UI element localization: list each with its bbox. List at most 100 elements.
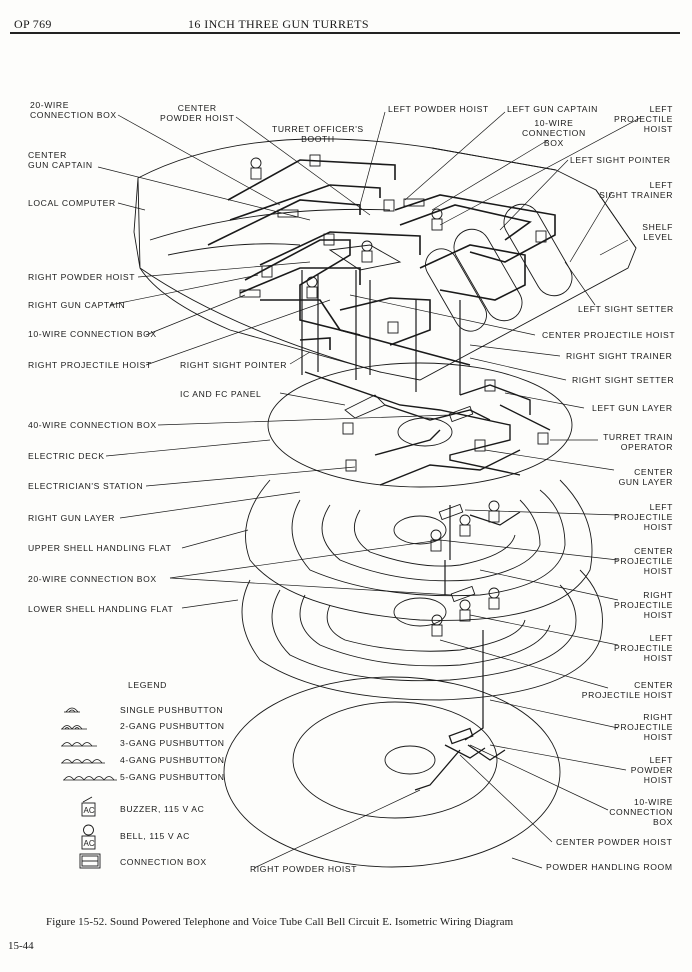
label-line: SIGHT TRAINER [599, 190, 673, 200]
label-powder-handling-room: POWDER HANDLING ROOM [546, 862, 673, 872]
label-line: PROJECTILE [613, 114, 673, 124]
label-right-sight-pointer: RIGHT SIGHT POINTER [180, 360, 288, 370]
legend-label: SINGLE PUSHBUTTON [120, 705, 224, 715]
3-gang-pushbutton-icon [61, 742, 97, 747]
label-upper-shell-handling-flat: UPPER SHELL HANDLING FLAT [28, 543, 172, 553]
label-right-gun-layer: RIGHT GUN LAYER [28, 513, 115, 523]
label-right-powder-hoist-top: RIGHT POWDER HOIST [28, 272, 136, 282]
label-line: 20-WIRE [30, 100, 70, 110]
booth-wiring [207, 159, 556, 366]
label-line: BOX [543, 138, 564, 148]
label-line: RIGHT [643, 712, 673, 722]
label-electric-deck: ELECTRIC DECK [28, 451, 105, 461]
label-line: CENTER [177, 103, 217, 113]
label-left-sight-setter: LEFT SIGHT SETTER [578, 304, 674, 314]
label-line: TURRET TRAIN [603, 432, 673, 442]
label-right-powder-hoist-bottom: RIGHT POWDER HOIST [250, 864, 358, 874]
label-center-powder-hoist-top: CENTER POWDER HOIST [160, 103, 235, 123]
label-line: HOIST [643, 124, 673, 134]
connection-box-device [239, 198, 425, 298]
shelf-level-deck [133, 138, 637, 381]
label-line: PROJECTILE [613, 643, 673, 653]
label-left-powder-hoist-bottom: LEFT POWDER HOIST [631, 755, 673, 785]
buzzer-device [323, 233, 335, 246]
electric-deck-wiring [304, 371, 551, 486]
electric-deck-devices [342, 379, 549, 472]
label-line: BOOTH [301, 134, 335, 144]
lower-shell-handling-flat [241, 569, 603, 701]
label-line: PROJECTILE [613, 722, 673, 732]
label-center-gun-captain: CENTER GUN CAPTAIN [28, 150, 93, 170]
bell-device [431, 208, 443, 231]
label-center-gun-layer: CENTER GUN LAYER [619, 467, 673, 487]
booth-interior-features [328, 203, 573, 332]
label-lower-shell-handling-flat: LOWER SHELL HANDLING FLAT [28, 604, 174, 614]
page-number: 15-44 [8, 940, 34, 952]
label-left-projectile-hoist-lower: LEFT PROJECTILE HOIST [614, 633, 673, 663]
label-line: LEFT [649, 502, 673, 512]
label-left-gun-layer: LEFT GUN LAYER [592, 403, 673, 413]
label-20-wire-connection-box-mid: 20-WIRE CONNECTION BOX [28, 574, 157, 584]
svg-text:AC: AC [84, 806, 95, 815]
buzzer-device [309, 154, 321, 167]
label-left-projectile-hoist-upper: LEFT PROJECTILE HOIST [614, 502, 673, 532]
legend-title: LEGEND [128, 680, 167, 690]
label-10-wire-connection-box-left: 10-WIRE CONNECTION BOX [28, 329, 157, 339]
label-right-sight-setter: RIGHT SIGHT SETTER [572, 375, 675, 385]
label-line: POWDER HOIST [160, 113, 235, 123]
label-line: SHELF [642, 222, 673, 232]
legend-label: 3-GANG PUSHBUTTON [120, 738, 225, 748]
label-line: PROJECTILE HOIST [581, 690, 673, 700]
legend-label: 5-GANG PUSHBUTTON [120, 772, 225, 782]
label-line: PROJECTILE [613, 512, 673, 522]
powder-handling-room [223, 676, 561, 868]
2-gang-pushbutton-icon [61, 725, 87, 730]
label-line: HOIST [643, 732, 673, 742]
label-right-projectile-hoist-upper: RIGHT PROJECTILE HOIST [614, 590, 673, 620]
label-line: CONNECTION [609, 807, 673, 817]
bell-device [361, 240, 373, 263]
connection-box-icon [79, 853, 101, 869]
legend-label: 4-GANG PUSHBUTTON [120, 755, 225, 765]
label-line: HOIST [643, 775, 673, 785]
label-turret-officers-booth: TURRET OFFICER'S BOOTH [272, 124, 364, 144]
label-line: HOIST [643, 566, 673, 576]
label-ic-and-fc-panel: IC AND FC PANEL [180, 389, 262, 399]
label-line: CENTER [28, 150, 67, 160]
label-right-sight-trainer: RIGHT SIGHT TRAINER [566, 351, 673, 361]
lower-flat-devices [431, 560, 500, 720]
label-local-computer: LOCAL COMPUTER [28, 198, 116, 208]
bell-icon: AC [81, 824, 96, 850]
legend-label: CONNECTION BOX [120, 857, 207, 867]
label-right-gun-captain: RIGHT GUN CAPTAIN [28, 300, 126, 310]
buzzer-device [387, 321, 399, 334]
buzzer-icon: AC [81, 796, 96, 817]
label-10-wire-connection-box-bottom: 10-WIRE CONNECTION BOX [609, 797, 673, 827]
upper-flat-devices [430, 500, 521, 560]
label-left-powder-hoist-top: LEFT POWDER HOIST [388, 104, 489, 114]
label-line: HOIST [643, 653, 673, 663]
label-electricians-station: ELECTRICIAN'S STATION [28, 481, 144, 491]
legend-label: BELL, 115 V AC [120, 831, 190, 841]
label-center-projectile-hoist-top: CENTER PROJECTILE HOIST [542, 330, 676, 340]
label-40-wire-connection-box: 40-WIRE CONNECTION BOX [28, 420, 157, 430]
label-line: BOX [653, 817, 673, 827]
label-line: GUN CAPTAIN [28, 160, 93, 170]
label-line: CONNECTION [522, 128, 586, 138]
legend-label: BUZZER, 115 V AC [120, 804, 205, 814]
upper-shell-handling-flat [245, 479, 593, 621]
single-pushbutton-icon [64, 707, 80, 713]
label-left-sight-pointer: LEFT SIGHT POINTER [570, 155, 671, 165]
vertical-trunks [301, 270, 461, 395]
page-header-title: 16 INCH THREE GUN TURRETS [188, 17, 369, 31]
buzzer-device [535, 230, 547, 243]
label-line: POWDER [630, 765, 673, 775]
powder-room-wiring [414, 720, 506, 791]
label-line: LEFT [649, 104, 673, 114]
header-rule [10, 32, 680, 34]
label-line: HOIST [643, 610, 673, 620]
label-line: LEVEL [643, 232, 673, 242]
bell-device [250, 157, 262, 180]
label-line: 10-WIRE [633, 797, 673, 807]
